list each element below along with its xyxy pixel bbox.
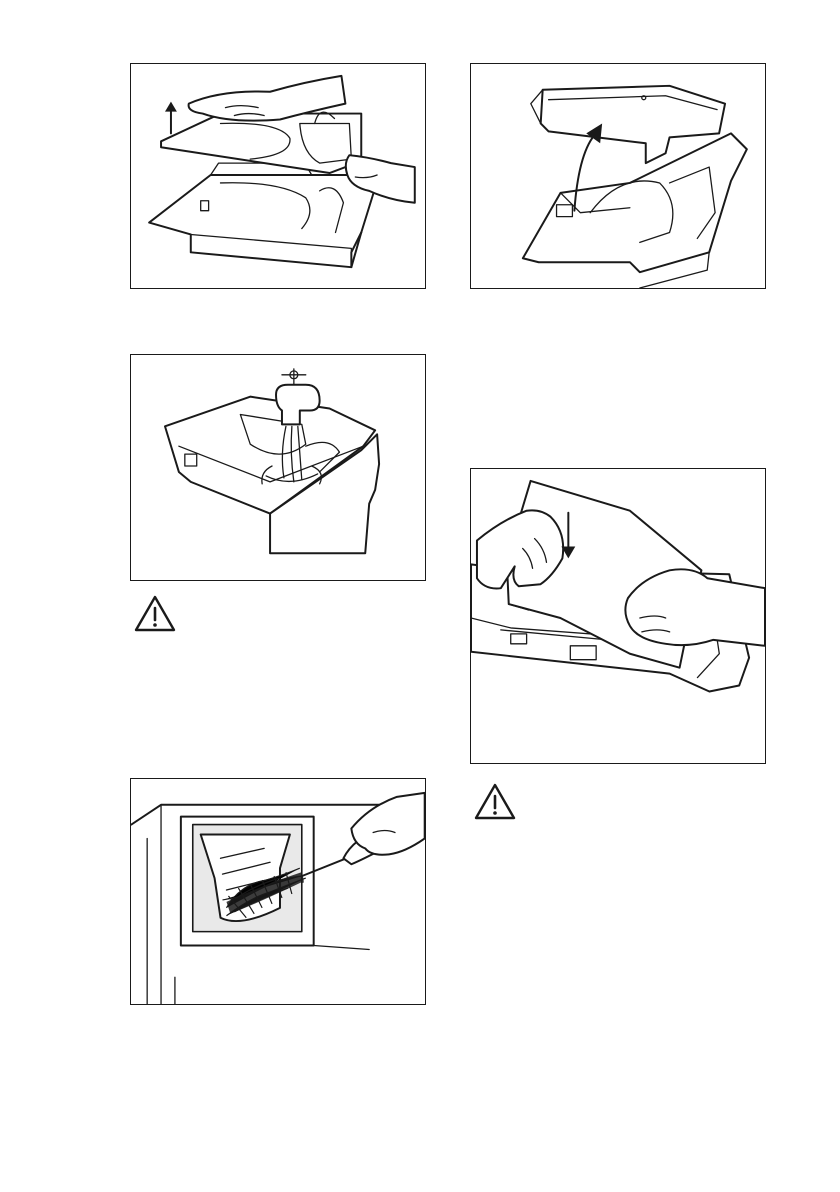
illustration-brush-recess: [131, 779, 425, 1004]
figure-rinse-under-tap: [130, 354, 426, 581]
illustration-press-insert-down: [471, 469, 765, 763]
illustration-remove-insert: [131, 64, 425, 288]
warning-triangle-icon: [133, 594, 177, 634]
figure-remove-insert: [130, 63, 426, 289]
figure-press-insert-down: [470, 468, 766, 764]
arrow-up-icon: [165, 102, 177, 134]
illustration-rinse-under-tap: [131, 355, 425, 580]
warning-triangle-icon: [473, 782, 517, 822]
illustration-lift-cover: [471, 64, 765, 288]
figure-lift-cover: [470, 63, 766, 289]
figure-brush-recess: [130, 778, 426, 1005]
